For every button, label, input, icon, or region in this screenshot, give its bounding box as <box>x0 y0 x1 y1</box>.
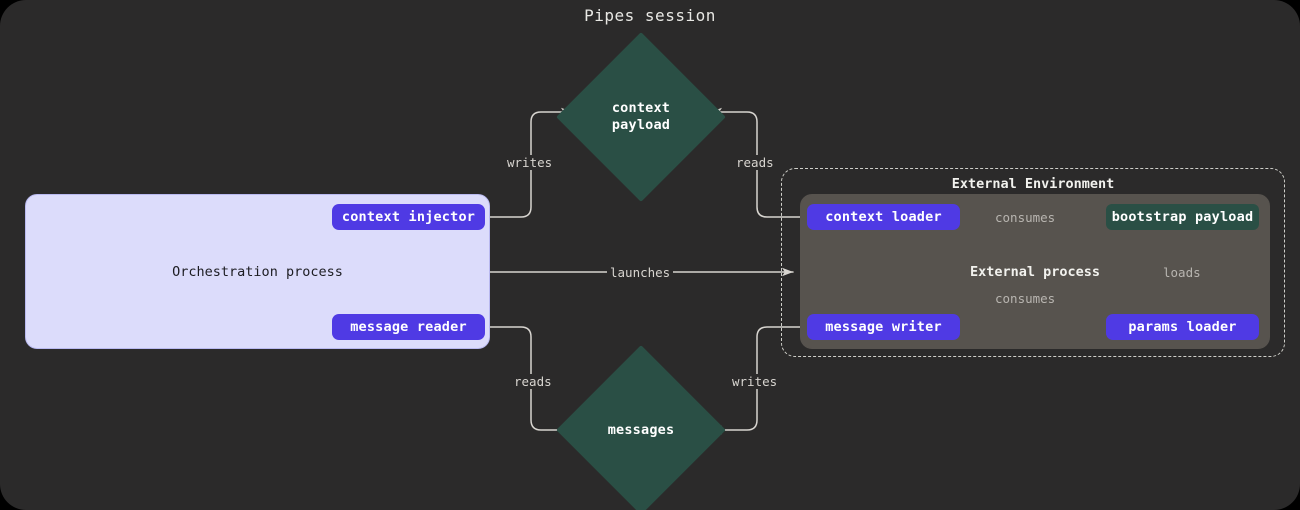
edge-label-context-loader-reads: reads <box>733 155 777 170</box>
node-message-writer[interactable]: message writer <box>807 314 960 340</box>
node-messages-label: messages <box>607 421 675 438</box>
node-context-loader[interactable]: context loader <box>807 204 960 230</box>
edge-label-orchestration-launches: launches <box>607 265 674 280</box>
node-context-payload-label-line2: payload <box>611 117 671 133</box>
edge-label-message-writer-consumes: consumes <box>992 291 1059 306</box>
cluster-orchestration-process-label: Orchestration process <box>172 264 343 280</box>
cluster-external-environment-label: External Environment <box>951 176 1115 192</box>
node-params-loader[interactable]: params loader <box>1106 314 1259 340</box>
cluster-external-process-label: External process <box>969 264 1101 280</box>
page-title: Pipes session <box>584 6 716 25</box>
node-context-injector-label: context injector <box>341 209 476 225</box>
edge-label-message-writer-writes: writes <box>729 374 781 389</box>
node-message-reader[interactable]: message reader <box>332 314 485 340</box>
node-params-loader-label: params loader <box>1128 319 1237 335</box>
cluster-external-environment: External Environment <box>781 168 1285 357</box>
node-context-payload[interactable]: context payload <box>556 32 726 202</box>
edge-label-context-loader-consumes: consumes <box>992 210 1059 225</box>
edge-label-message-reader-reads: reads <box>511 374 555 389</box>
node-context-loader-label: context loader <box>825 209 942 225</box>
node-bootstrap-payload-label: bootstrap payload <box>1111 209 1254 225</box>
node-context-payload-label: context payload <box>612 100 670 134</box>
node-context-injector[interactable]: context injector <box>332 204 485 230</box>
node-bootstrap-payload[interactable]: bootstrap payload <box>1106 204 1259 230</box>
node-message-writer-label: message writer <box>825 319 942 335</box>
node-messages[interactable]: messages <box>556 345 726 510</box>
edge-label-context-injector-writes: writes <box>504 155 556 170</box>
node-context-payload-label-line1: context <box>611 100 671 117</box>
edge-label-params-loader-loads: loads <box>1160 265 1204 280</box>
node-message-reader-label: message reader <box>350 319 467 335</box>
